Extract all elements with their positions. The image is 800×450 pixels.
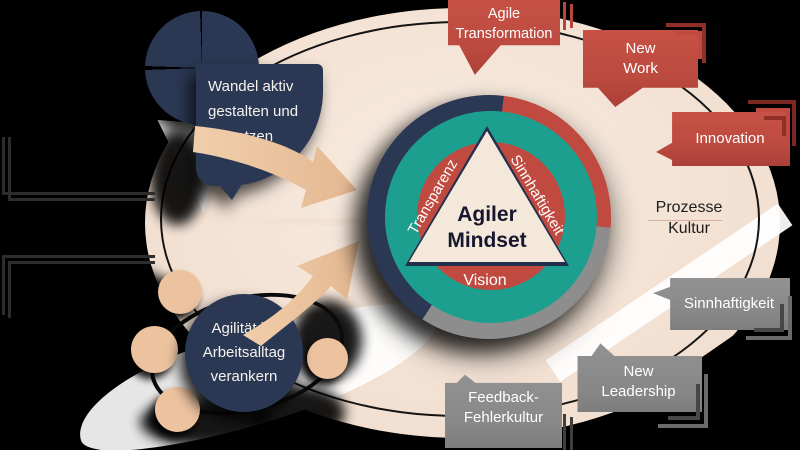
corner-bracket-left-top [8, 137, 155, 201]
bubble-wandel-text-1: Wandel aktiv [208, 78, 294, 95]
banner-text: New [625, 40, 656, 57]
satellite-dot [155, 387, 200, 432]
bubble-tail [218, 184, 242, 200]
satellite-dot [131, 326, 178, 373]
context-label-kultur: Kultur [668, 220, 710, 237]
bubble-wandel-text-2: gestalten und [208, 103, 299, 120]
mindset-title-line2: Mindset [447, 229, 527, 252]
corner-bracket-new-work [674, 31, 702, 59]
divider-line [648, 220, 722, 221]
flow-arrows-icon [193, 126, 359, 346]
corner-bracket-sinnhaftigkeit [754, 304, 784, 332]
satellite-dot [307, 338, 348, 379]
corner-bracket-left-bottom [8, 261, 155, 318]
bubble-agilitaet-text-3: verankern [210, 368, 278, 385]
satellite-dot [158, 270, 202, 314]
context-labels: Prozesse Kultur [648, 197, 730, 239]
corner-bracket-sinnhaftigkeit [746, 296, 792, 340]
corner-bracket-new-leadership [658, 374, 708, 428]
banner-text: Agile [487, 6, 521, 22]
context-label-prozesse: Prozesse [655, 199, 723, 216]
connector-line [205, 218, 377, 225]
banner-text: Feedback- [468, 389, 539, 406]
accent-lines-red [563, 2, 566, 30]
accent-lines-red [570, 4, 573, 28]
accent-lines-dark [570, 417, 573, 450]
mindset-title: Agiler Mindset [427, 202, 547, 254]
accent-lines-dark [563, 414, 566, 450]
mindset-title-line1: Agiler [457, 203, 517, 226]
banner-text: Leadership [601, 383, 676, 400]
banner-text: Fehlerkultur [463, 409, 544, 426]
banner-innovation: Innovation [656, 112, 790, 166]
corner-bracket-left-bottom [2, 255, 155, 315]
corner-bracket-new-leadership [668, 384, 700, 420]
banner-text: Sinnhaftigkeit [683, 295, 775, 312]
banner-text: New [623, 363, 654, 380]
corner-bracket-left-top [2, 137, 155, 195]
arrow-bottom-icon [243, 241, 359, 346]
banner-text: Work [623, 60, 658, 77]
banner-sinnhaftigkeit: Sinnhaftigkeit [653, 278, 790, 330]
corner-bracket-innovation [756, 108, 790, 140]
arrow-top-icon [193, 126, 357, 208]
corner-bracket-innovation [764, 116, 786, 136]
corner-bracket-innovation [748, 100, 796, 146]
banner-feedback-fehlerkultur: Feedback- Fehlerkultur [445, 374, 562, 448]
banner-text: Transformation [455, 26, 553, 42]
bubble-agilitaet-text-2: Arbeitsalltag [202, 344, 286, 361]
banner-text: Innovation [695, 130, 765, 147]
corner-bracket-new-work [666, 23, 706, 63]
edge-label-vision: Vision [463, 272, 507, 289]
